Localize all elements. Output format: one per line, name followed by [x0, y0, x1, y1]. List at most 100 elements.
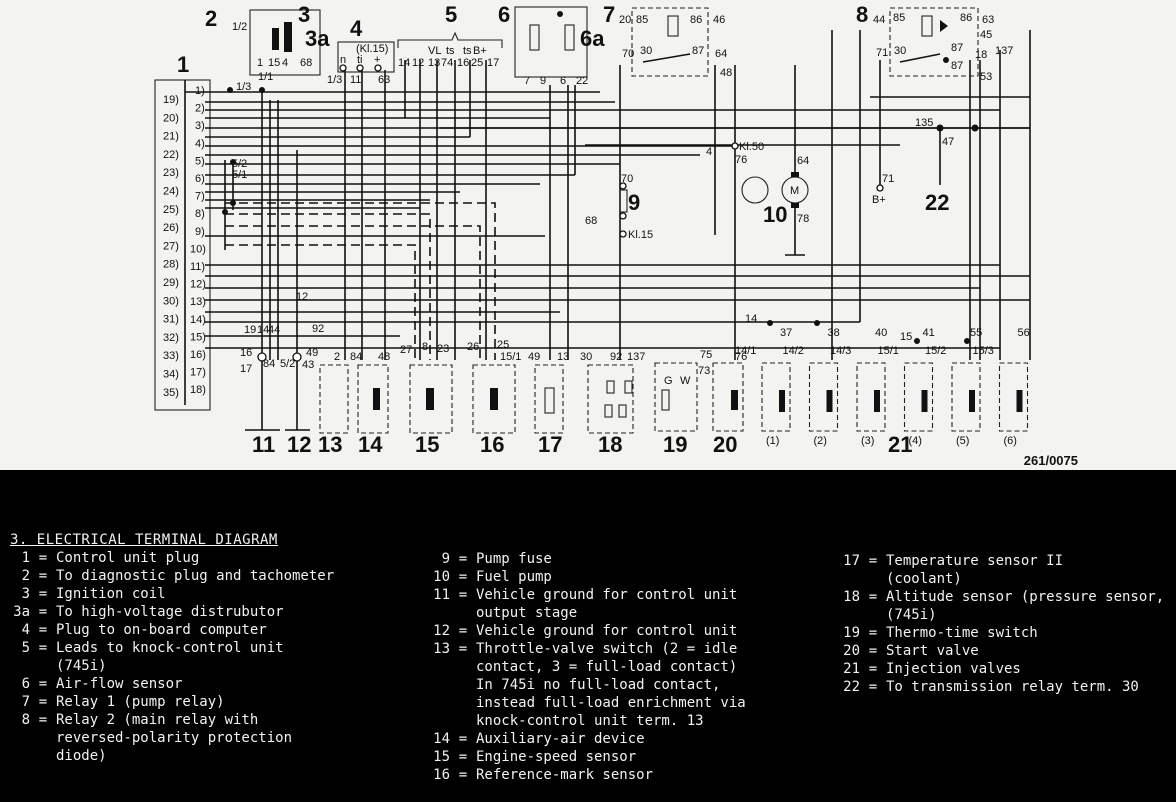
component-number-5: 5	[445, 2, 457, 27]
component-number-13: 13	[318, 432, 342, 457]
legend-item: 20=Start valve	[830, 642, 1164, 660]
legend-equals: =	[868, 661, 878, 677]
legend-item-continuation: (coolant)	[886, 571, 962, 587]
plug-pin: 33)	[163, 350, 179, 362]
wire-label: 19	[244, 324, 256, 336]
coil-secondary	[284, 22, 292, 52]
wire-label: 70	[622, 48, 634, 60]
plug-pin: 13)	[190, 296, 206, 308]
knock-pin: 17	[487, 57, 499, 69]
component-number-4: 4	[350, 16, 363, 41]
plug-pin: 25)	[163, 204, 179, 216]
knock-signal: ts	[463, 45, 472, 57]
knock-pin: 14	[398, 57, 410, 69]
legend-equals: =	[38, 604, 48, 620]
legend-item-text: To transmission relay term. 30	[886, 679, 1139, 695]
legend-item: 6=Air-flow sensor	[10, 675, 334, 693]
injector-feed: 14/1	[735, 345, 756, 357]
plug-pin: 20)	[163, 112, 179, 124]
legend-item-number: 1	[21, 550, 30, 566]
legend-item-number: 22	[843, 679, 860, 695]
legend-item-number: 3a	[13, 604, 30, 620]
plug-right-pins: 1)2)3)4)5)6)7)8)9)10)11)12)13)14)15)16)1…	[190, 85, 206, 396]
plug-pin: 28)	[163, 259, 179, 271]
component-number-15: 15	[415, 432, 439, 457]
legend-item: 3a=To high-voltage distrubutor	[10, 603, 334, 621]
injector-index: (5)	[956, 435, 969, 447]
plug-pin: 31)	[163, 314, 179, 326]
injector-wire: 37	[780, 327, 792, 339]
legend-item-text: Leads to knock-control unit	[56, 640, 284, 656]
plug-pin: 17)	[190, 367, 206, 379]
legend-item-number: 21	[843, 661, 860, 677]
plug-pin: 18)	[190, 384, 206, 396]
legend-item-continuation: (745i)	[886, 607, 937, 623]
plug-pin: 12)	[190, 279, 206, 291]
legend-equals: =	[868, 625, 878, 641]
legend-item-text: Altitude sensor (pressure sensor,	[886, 589, 1165, 605]
legend-item-number: 5	[21, 640, 30, 656]
knock-pin: 13	[428, 57, 440, 69]
plug-pin: 15)	[190, 331, 206, 343]
legend-item-text: Fuel pump	[476, 569, 552, 585]
relay2-diode	[940, 20, 948, 32]
wire-label: 15	[900, 331, 912, 343]
reference-code: 261/0075	[1023, 453, 1078, 468]
component-number-3a: 3a	[305, 26, 330, 51]
legend-item-number: 17	[843, 553, 860, 569]
plug-pin: 35)	[163, 387, 179, 399]
wire-label: 25	[497, 339, 509, 351]
coil-terminal: 4	[282, 57, 288, 69]
plug-pin: 11)	[190, 261, 205, 273]
legend-item-text: Ignition coil	[56, 586, 166, 602]
wire-label: 20	[619, 14, 631, 26]
wire-label: 84	[263, 358, 275, 370]
legend-equals: =	[38, 676, 48, 692]
legend-panel: 3. ELECTRICAL TERMINAL DIAGRAM 1=Control…	[0, 470, 1176, 802]
wire-label: 14	[257, 324, 269, 336]
ignition-coil-box	[249, 9, 321, 76]
wire-label: 30	[894, 45, 906, 57]
legend-item-text: Throttle-valve switch (2 = idle	[476, 641, 738, 657]
component-number-8: 8	[856, 2, 868, 27]
wire-label: 48	[720, 67, 732, 79]
computer-plug-pin: n	[340, 54, 346, 66]
wire-label: 5/2	[280, 358, 295, 370]
plug-pin: 26)	[163, 222, 179, 234]
legend-item-continuation: diode)	[56, 748, 107, 764]
legend-item-text: Reference-mark sensor	[476, 767, 654, 783]
injector-boxes	[761, 362, 1029, 432]
wire-label: 45	[980, 29, 992, 41]
wire-label: 86	[690, 14, 702, 26]
wire-label: 87	[692, 45, 704, 57]
injector-feed: 15/2	[925, 345, 946, 357]
wire-label: 75	[700, 349, 712, 361]
wire-label: 1/2	[232, 21, 247, 33]
component-number-7: 7	[603, 2, 615, 27]
plug-pin: 14)	[190, 314, 206, 326]
legend-item-continuation: instead full-load enrichment via	[476, 695, 746, 711]
component-number-16: 16	[480, 432, 504, 457]
component-number-2: 2	[205, 6, 217, 31]
injector-index: (3)	[861, 435, 874, 447]
legend-item: 18=Altitude sensor (pressure sensor,	[830, 588, 1164, 606]
wire-label: 47	[942, 136, 954, 148]
legend-equals: =	[458, 623, 468, 639]
wire-label: 70	[621, 173, 633, 185]
wire-label: 71	[876, 47, 888, 59]
legend-item-text: Temperature sensor II	[886, 553, 1064, 569]
computer-plug-pin: ti	[357, 54, 363, 66]
injector-feed: 15/3	[973, 345, 994, 357]
legend-item: 22=To transmission relay term. 30	[830, 678, 1164, 696]
legend-item: 4=Plug to on-board computer	[10, 621, 334, 639]
wire-label: 30	[580, 351, 592, 363]
plug-pin: 6)	[195, 173, 205, 185]
knock-leads-bracket	[397, 31, 503, 48]
wire-label: 8	[422, 341, 428, 353]
legend-equals: =	[38, 712, 48, 728]
lower-components	[245, 362, 744, 434]
legend-equals: =	[458, 641, 468, 657]
injector-index: (4)	[909, 435, 922, 447]
wire-label: 68	[585, 215, 597, 227]
wire-label: 15/1	[500, 351, 521, 363]
